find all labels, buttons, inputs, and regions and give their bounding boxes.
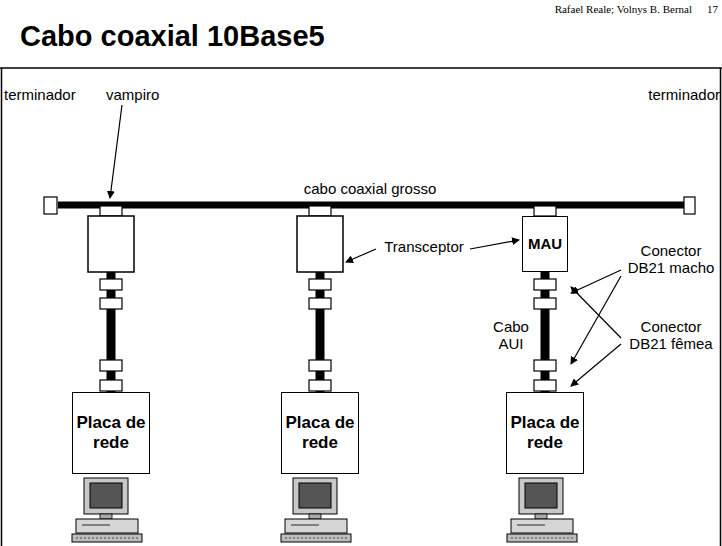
node-text: Placa de rede (282, 413, 358, 452)
db21-connector (309, 279, 331, 290)
page-number: 17 (700, 3, 718, 16)
db21-connector (309, 380, 331, 391)
leader-line (571, 287, 621, 338)
leader-line (110, 105, 122, 198)
db21-connector (534, 279, 556, 290)
part-label: cabo coaxial grosso (290, 180, 450, 197)
db21-connector (534, 298, 556, 309)
coax-cable (58, 202, 684, 209)
node-text: Placa de rede (73, 413, 149, 452)
computer-icon (507, 478, 577, 542)
computer-icon (281, 478, 351, 542)
transceiver (297, 216, 343, 272)
part-label: Conector DB21 macho (624, 242, 718, 277)
part-label: terminador (640, 86, 720, 103)
author-header: Rafael Reale; Volnys B. Bernal (492, 3, 692, 16)
slide-title: Cabo coaxial 10Base5 (20, 20, 325, 53)
db21-connector (534, 380, 556, 391)
db21-connector (100, 298, 122, 309)
leader-line (470, 240, 519, 249)
vampire-tap (309, 206, 331, 216)
part-label: Cabo AUI (488, 318, 534, 353)
part-label: terminador (4, 86, 94, 103)
db21-connector (534, 360, 556, 371)
computer-icon (72, 478, 142, 542)
part-label: Transceptor (380, 238, 468, 255)
frame-rule (0, 67, 722, 69)
transceiver-box: MAU (522, 216, 568, 272)
db21-connector (309, 360, 331, 371)
node-text: MAU (528, 235, 562, 252)
leader-line (346, 249, 376, 262)
db21-connector (309, 298, 331, 309)
part-label: vampiro (106, 86, 176, 103)
network-card-box: Placa de rede (281, 392, 359, 474)
terminator (44, 197, 57, 214)
node-text: Placa de rede (507, 413, 583, 452)
vampire-tap (100, 206, 122, 216)
db21-connector (100, 360, 122, 371)
transceiver (88, 216, 134, 272)
leader-line (571, 344, 621, 386)
db21-connector (100, 380, 122, 391)
vampire-tap (534, 206, 556, 216)
terminator (684, 197, 695, 214)
network-card-box: Placa de rede (72, 392, 150, 474)
db21-connector (100, 279, 122, 290)
part-label: Conector DB21 fêmea (624, 318, 718, 353)
network-card-box: Placa de rede (506, 392, 584, 474)
